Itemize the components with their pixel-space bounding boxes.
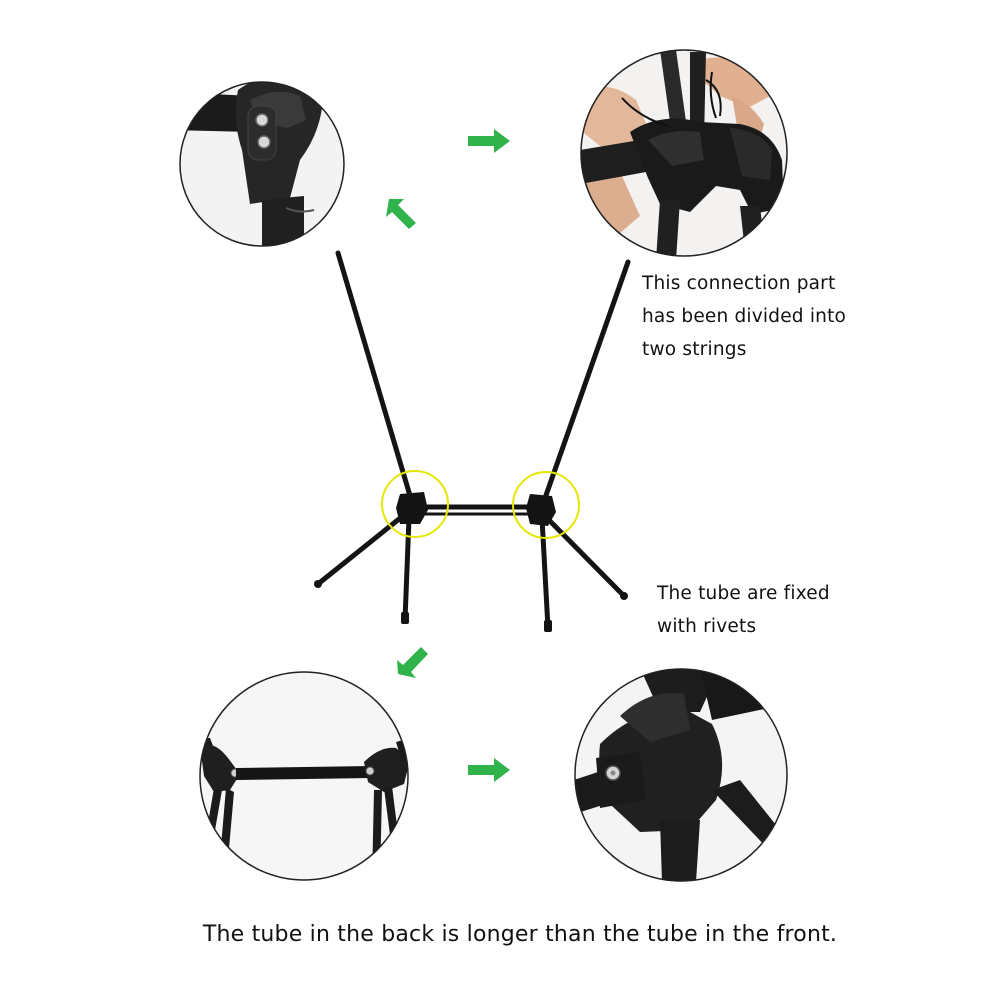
arrow-down-left-icon <box>397 647 428 678</box>
detail-circle-rivet-closeup <box>574 668 788 882</box>
bottom-caption: The tube in the back is longer than the … <box>202 922 838 947</box>
caption-line: This connection part <box>642 273 836 294</box>
detail-circle-divided-connector <box>580 49 788 257</box>
caption-line: has been divided into <box>642 306 847 327</box>
connection-part-caption: This connection part has been divided in… <box>642 267 942 366</box>
chair-frame <box>315 250 631 631</box>
caption-line: two strings <box>642 339 747 360</box>
highlight-ring-right <box>512 471 580 539</box>
arrow-up-left-icon <box>386 199 416 229</box>
caption-line: with rivets <box>657 616 757 637</box>
highlight-ring-left <box>381 470 449 538</box>
detail-circle-rivet-hinge <box>179 81 345 247</box>
caption-line: The tube are fixed <box>657 583 830 604</box>
tube-fixed-caption: The tube are fixed with rivets <box>657 577 957 643</box>
arrow-right-bottom-icon <box>468 758 510 782</box>
detail-circle-crossbar <box>199 671 409 881</box>
arrow-right-top-icon <box>468 129 510 153</box>
